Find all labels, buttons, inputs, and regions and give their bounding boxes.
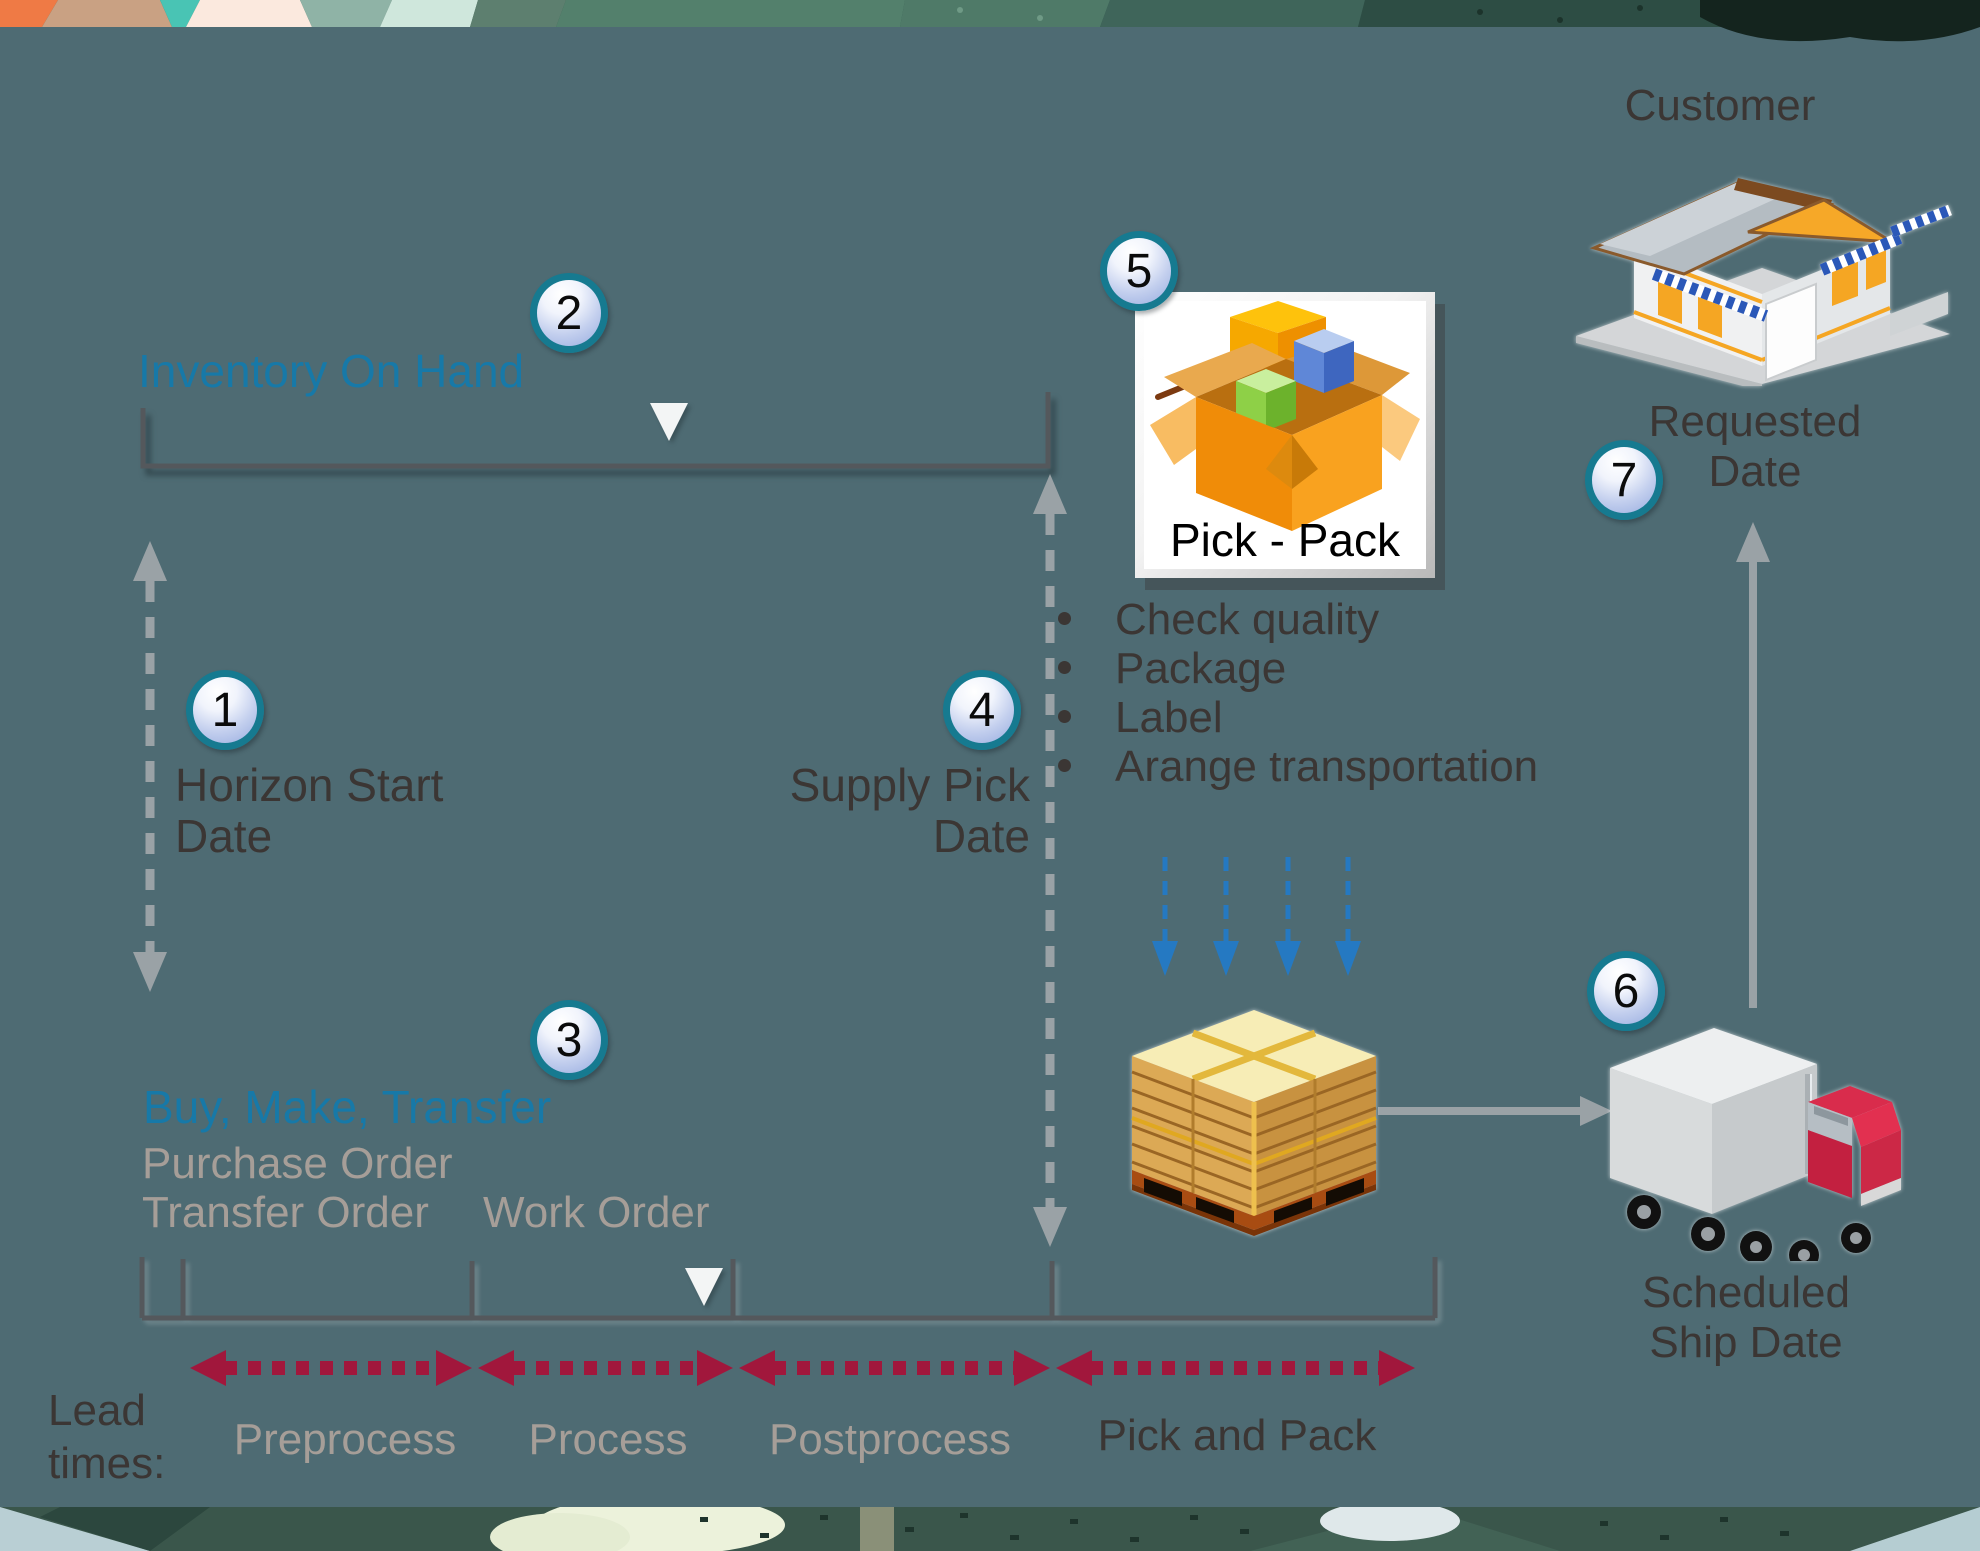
inventory-marker-triangle bbox=[650, 403, 688, 441]
step-number: 7 bbox=[1610, 453, 1638, 507]
lead-time-arrows bbox=[190, 1350, 1415, 1386]
horizon-start-date-label: Horizon Start Date bbox=[175, 760, 443, 862]
pallet-boxes-icon bbox=[1131, 1010, 1377, 1236]
supply-pick-date-label: Supply Pick Date bbox=[700, 760, 1030, 862]
lead-times-line2: times: bbox=[48, 1439, 166, 1488]
horizon-start-dashed-arrow bbox=[133, 541, 167, 992]
lead-times-heading: Lead times: bbox=[48, 1384, 165, 1490]
supply-pick-line2: Date bbox=[932, 810, 1030, 862]
step-number: 3 bbox=[555, 1013, 583, 1067]
work-order-label: Work Order bbox=[483, 1188, 710, 1237]
step-badge-5: 5 bbox=[1100, 231, 1178, 311]
inventory-bracket bbox=[140, 392, 1051, 469]
step-badge-3: 3 bbox=[530, 1000, 608, 1080]
list-item: Arange transportation bbox=[1058, 742, 1538, 791]
task-check-quality: Check quality bbox=[1115, 595, 1380, 644]
requested-line1: Requested bbox=[1648, 397, 1862, 446]
pick-pack-tile-label: Pick - Pack bbox=[1169, 514, 1401, 566]
step-number: 2 bbox=[555, 286, 583, 340]
pick-pack-task-list: Check quality Package Label Arange trans… bbox=[1058, 595, 1538, 791]
transfer-order-label: Transfer Order bbox=[142, 1188, 429, 1237]
task-arrange-transportation: Arange transportation bbox=[1115, 742, 1539, 791]
step-number: 5 bbox=[1125, 244, 1153, 298]
bullet-icon bbox=[1058, 710, 1071, 723]
step-badge-4: 4 bbox=[943, 670, 1021, 750]
pick-pack-tile: Pick - Pack bbox=[1135, 292, 1435, 578]
requested-line2: Date bbox=[1708, 447, 1802, 496]
pick-pack-tile-inner: Pick - Pack bbox=[1144, 301, 1426, 569]
bullet-icon bbox=[1058, 759, 1071, 772]
scheduled-line2: Ship Date bbox=[1649, 1318, 1843, 1367]
step-number: 4 bbox=[968, 683, 996, 737]
step-badge-6: 6 bbox=[1587, 951, 1665, 1031]
bullet-icon bbox=[1058, 661, 1071, 674]
task-label: Label bbox=[1115, 693, 1223, 742]
step-badge-7: 7 bbox=[1585, 440, 1663, 520]
list-item: Label bbox=[1058, 693, 1538, 742]
work-order-marker-triangle bbox=[685, 1268, 723, 1306]
decorative-border-top bbox=[0, 0, 1980, 42]
delivery-truck-icon bbox=[1610, 1028, 1901, 1261]
list-item: Package bbox=[1058, 644, 1538, 693]
supply-pick-line1: Supply Pick bbox=[789, 759, 1030, 811]
store-building-icon bbox=[1576, 178, 1952, 386]
open-box-icon bbox=[1150, 301, 1420, 531]
lead-times-line1: Lead bbox=[48, 1386, 146, 1435]
segment-label-preprocess: Preprocess bbox=[233, 1415, 457, 1464]
step-number: 6 bbox=[1612, 964, 1640, 1018]
purchase-order-label: Purchase Order bbox=[142, 1139, 453, 1188]
task-package: Package bbox=[1115, 644, 1287, 693]
bullet-icon bbox=[1058, 612, 1071, 625]
horizon-start-line2: Date bbox=[175, 810, 273, 862]
scheduled-ship-date-label: Scheduled Ship Date bbox=[1596, 1268, 1896, 1368]
requested-date-arrow bbox=[1736, 522, 1770, 1008]
step-number: 1 bbox=[211, 683, 239, 737]
segment-label-process: Process bbox=[528, 1415, 688, 1464]
segment-label-postprocess: Postprocess bbox=[768, 1415, 1012, 1464]
inventory-on-hand-label: Inventory On Hand bbox=[138, 345, 525, 397]
step-badge-1: 1 bbox=[186, 670, 264, 750]
decorative-border-bottom bbox=[0, 1507, 1980, 1551]
scheduled-line1: Scheduled bbox=[1642, 1268, 1850, 1317]
supply-pick-dashed-arrow bbox=[1033, 474, 1067, 1247]
step-badge-2: 2 bbox=[530, 273, 608, 353]
horizon-start-line1: Horizon Start bbox=[175, 759, 444, 811]
buy-make-transfer-label: Buy, Make, Transfer bbox=[143, 1081, 552, 1133]
pallet-to-truck-arrow bbox=[1378, 1096, 1612, 1126]
lead-time-bracket bbox=[139, 1257, 1438, 1321]
pick-drop-arrows bbox=[1152, 857, 1361, 976]
segment-label-pick-and-pack: Pick and Pack bbox=[1097, 1411, 1377, 1460]
requested-date-label: Requested Date bbox=[1630, 397, 1880, 497]
customer-label: Customer bbox=[1624, 81, 1816, 130]
list-item: Check quality bbox=[1058, 595, 1538, 644]
